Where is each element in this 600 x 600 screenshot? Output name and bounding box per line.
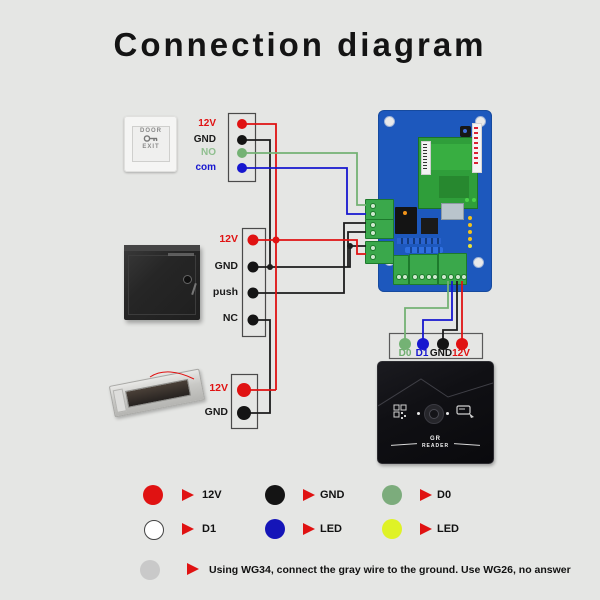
power-supply-unit	[124, 245, 200, 320]
arrow-icon	[182, 523, 194, 535]
door-exit-label-bottom: EXIT	[142, 144, 160, 150]
board-terminal-block-bottom-2	[409, 254, 438, 285]
key-icon	[143, 135, 158, 142]
door-label-12v: 12V	[198, 118, 216, 129]
board-serial-label	[472, 123, 482, 173]
capacitor-row	[405, 247, 443, 253]
power-pin-push	[247, 287, 259, 299]
reader-led-right	[446, 412, 449, 415]
network-module	[441, 203, 464, 220]
note-text: Using WG34, connect the gray wire to the…	[209, 564, 571, 576]
swipe-card-icon	[456, 405, 474, 418]
power-supply-top-edge	[124, 245, 200, 251]
sensor-lens	[424, 404, 444, 424]
board-terminal-block-left-c	[365, 241, 394, 264]
power-pin-12v	[247, 234, 259, 246]
status-led	[468, 230, 472, 234]
legend-swatch-gnd	[265, 485, 285, 505]
status-led	[465, 198, 469, 202]
junction-dot-gnd	[347, 243, 353, 249]
door-pin-com	[237, 163, 247, 173]
arrow-icon	[187, 563, 199, 575]
lock-pin-12v	[237, 383, 251, 397]
board-terminal-block-bottom-1	[393, 255, 409, 285]
arrow-icon	[182, 489, 194, 501]
legend-label-led-blue: LED	[320, 523, 342, 535]
door-exit-label-top: DOOR	[140, 128, 162, 134]
door-pin-no	[237, 148, 247, 158]
door-pin-12v	[237, 119, 247, 129]
legend-label-d0: D0	[437, 489, 452, 501]
junction-dot-12v	[272, 236, 280, 244]
legend-swatch-d1	[144, 520, 164, 540]
door-exit-button-face: DOOR EXIT	[132, 126, 170, 162]
arrow-icon	[303, 489, 315, 501]
legend-label-12v: 12V	[202, 489, 222, 501]
lock-pin-gnd	[237, 406, 251, 420]
legend-label-gnd: GND	[320, 489, 345, 501]
status-led	[403, 211, 407, 215]
lock-terminal-box	[230, 373, 259, 430]
status-led	[468, 216, 472, 220]
reader-gloss-line	[378, 378, 493, 407]
board-screw-hole	[473, 257, 484, 268]
board-terminal-block-bottom-3	[438, 253, 467, 285]
component-row	[397, 238, 441, 244]
lock-label-gnd: GND	[204, 406, 228, 418]
door-terminal-box	[227, 112, 257, 183]
rfid-reader: GR READER	[377, 361, 494, 464]
lock-label-12v: 12V	[209, 382, 228, 394]
power-label-push: push	[212, 286, 238, 298]
pcb-traces	[439, 176, 469, 198]
door-label-gnd: GND	[193, 134, 216, 145]
status-led	[468, 237, 472, 241]
legend-swatch-12v	[143, 485, 163, 505]
board-terminal-block-left-b	[365, 219, 394, 239]
door-exit-button: DOOR EXIT	[124, 116, 177, 172]
page-title: Connection diagram	[113, 26, 487, 63]
legend-swatch-led-blue	[265, 519, 285, 539]
status-led	[468, 244, 472, 248]
ic-chip	[421, 218, 438, 234]
reader-brand-line1: GR	[430, 436, 441, 442]
board-terminal-block-left-a	[365, 199, 394, 220]
reader-led-left	[417, 412, 420, 415]
barcode-label	[421, 141, 431, 175]
reader-brand: GR READER	[378, 436, 493, 449]
arrow-icon	[420, 523, 432, 535]
reader-brand-line2: READER	[421, 443, 450, 449]
door-pin-gnd	[237, 135, 247, 145]
power-terminal-box	[241, 227, 267, 338]
reader-label-12v: 12V	[452, 348, 470, 359]
legend-swatch-led-yellow	[382, 519, 402, 539]
note-swatch-gray	[140, 560, 160, 580]
power-pin-nc	[247, 314, 259, 326]
power-label-nc: NC	[222, 312, 238, 324]
junction-dot-gnd	[267, 264, 273, 270]
power-label-12v: 12V	[219, 233, 238, 245]
keyhole-icon	[183, 275, 192, 284]
power-label-gnd: GND	[214, 260, 238, 272]
buzzer-component	[460, 126, 471, 137]
relay-component	[395, 207, 417, 234]
status-led	[472, 198, 476, 202]
power-pin-gnd	[247, 261, 259, 273]
board-screw-hole	[384, 116, 395, 127]
legend-label-led-yellow: LED	[437, 523, 459, 535]
legend-swatch-d0	[382, 485, 402, 505]
door-label-no: NO	[201, 147, 216, 158]
qr-code-icon	[393, 404, 407, 419]
arrow-icon	[420, 489, 432, 501]
arrow-icon	[303, 523, 315, 535]
power-supply-label	[168, 253, 194, 256]
status-led	[468, 223, 472, 227]
door-label-com: com	[195, 162, 216, 173]
pcb-traces	[431, 144, 471, 170]
legend-label-d1: D1	[202, 523, 217, 535]
